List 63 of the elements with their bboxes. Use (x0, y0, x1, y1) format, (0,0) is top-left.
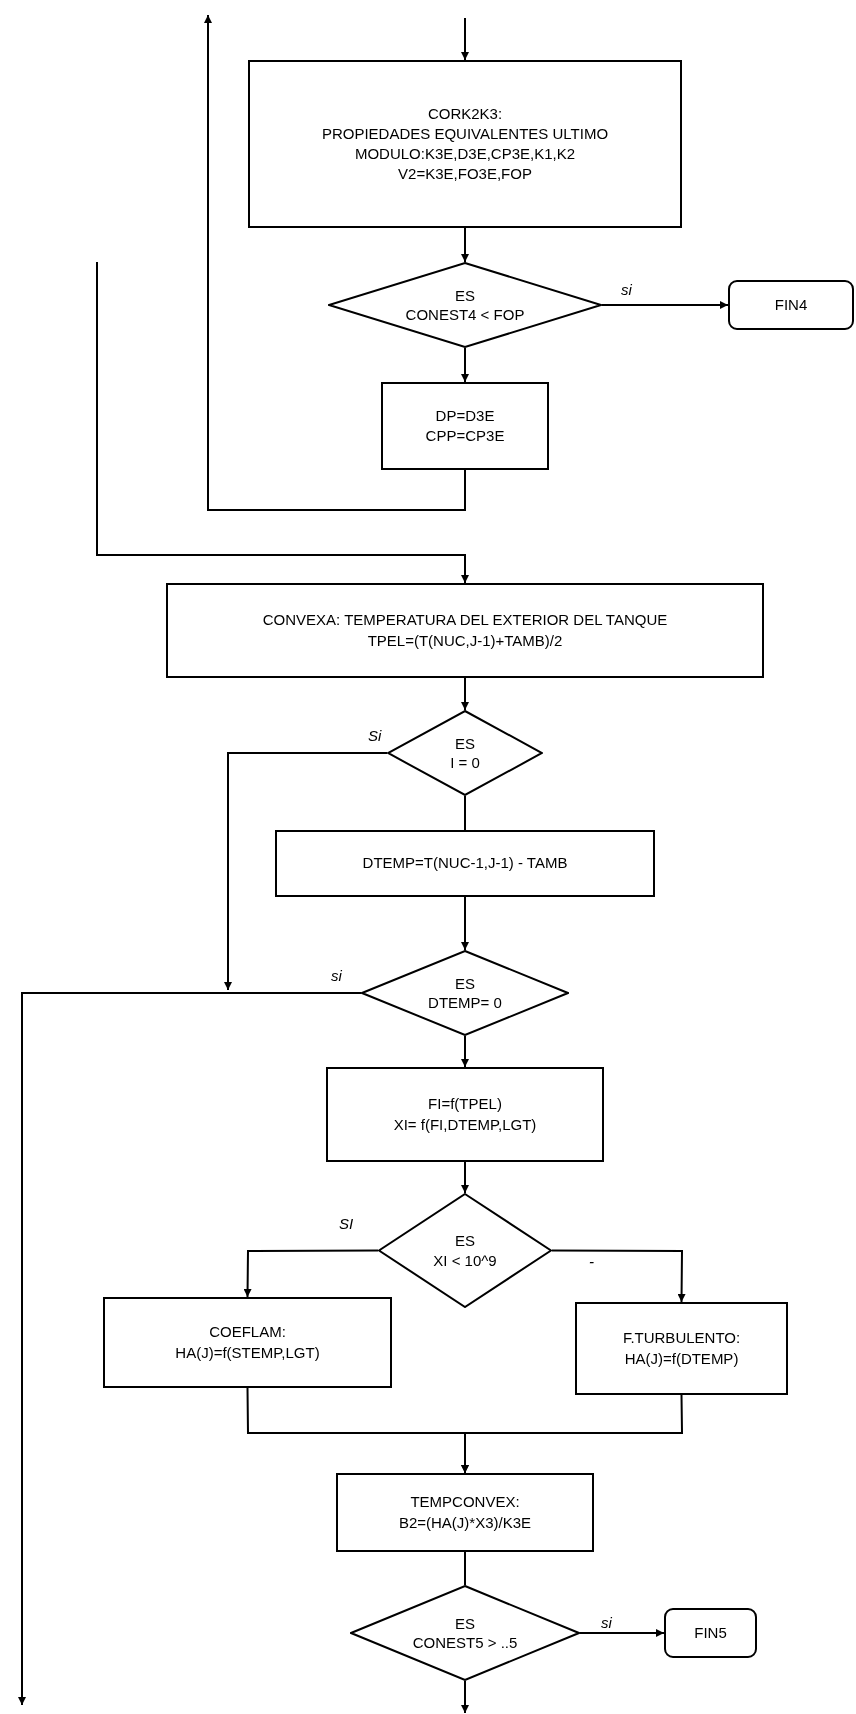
process-text: XI= f(FI,DTEMP,LGT) (393, 1114, 537, 1135)
process-box (381, 382, 549, 470)
flow-arrow (461, 347, 469, 383)
flow-arrow (204, 14, 466, 511)
flow-arrow (461, 677, 469, 711)
process-box (248, 60, 682, 228)
process-box (575, 1302, 788, 1395)
connector-line (464, 795, 466, 831)
flow-arrow (579, 1629, 665, 1637)
process-box (275, 830, 655, 897)
process-text: V2=K3E,FO3E,FOP (398, 164, 532, 185)
terminator-box (728, 280, 854, 330)
flow-arrow (461, 896, 469, 951)
process-text: B2=(HA(J)*X3)/K3E (398, 1512, 532, 1533)
flow-arrow (551, 1249, 686, 1303)
process-text: MODULO:K3E,D3E,CP3E,K1,K2 (354, 144, 576, 164)
condition-text: CONEST5 > ..5 (412, 1633, 518, 1653)
process-text: TEMPCONVEX: (410, 1492, 520, 1513)
process-text: COEFLAM: (209, 1322, 286, 1343)
condition-text: ES (455, 1231, 475, 1251)
condition-text: ES (455, 1613, 475, 1633)
process-text: CPP=CP3E (425, 426, 505, 446)
flow-arrow (224, 752, 388, 991)
edge-label: si (330, 968, 343, 983)
process-text: PROPIEDADES EQUIVALENTES ULTIMO (321, 123, 609, 144)
process-text: DP=D3E (435, 405, 495, 426)
condition-text: I = 0 (450, 753, 480, 773)
process-text: HA(J)=f(STEMP,LGT) (175, 1342, 320, 1363)
process-box (326, 1067, 604, 1162)
flow-arrow (461, 1035, 469, 1068)
condition-text: ES (455, 973, 475, 993)
process-text: TPEL=(T(NUC,J-1)+TAMB)/2 (367, 630, 563, 651)
flow-arrow (461, 227, 469, 263)
condition-text: DTEMP= 0 (428, 993, 502, 1013)
condition-text: ES (455, 285, 475, 305)
process-text: HA(J)=f(DTEMP) (624, 1348, 739, 1369)
terminator-text: FIN4 (774, 294, 808, 315)
flow-arrow (461, 1680, 469, 1714)
connector-line (464, 1551, 466, 1586)
flow-arrow (96, 261, 469, 584)
process-text: CORK2K3: (427, 103, 503, 124)
flow-arrow (601, 301, 729, 309)
process-box (166, 583, 764, 678)
edge-label: si (600, 1615, 613, 1630)
process-box (336, 1473, 594, 1552)
process-text: FI=f(TPEL) (428, 1094, 502, 1115)
terminator-text: FIN5 (694, 1622, 727, 1643)
condition-text: CONEST4 < FOP (405, 305, 525, 325)
flow-arrow (461, 17, 469, 61)
process-text: CONVEXA: TEMPERATURA DEL EXTERIOR DEL TANQUE (262, 610, 668, 631)
flow-arrow (18, 992, 362, 1706)
condition-text: ES (455, 733, 475, 753)
process-text: F.TURBULENTO: (622, 1328, 741, 1349)
edge-label: Si (367, 728, 383, 743)
flow-arrow (243, 1249, 379, 1298)
process-text: DTEMP=T(NUC-1,J-1) - TAMB (362, 853, 568, 874)
edge-label: si (620, 282, 633, 297)
edge-label: SI (338, 1216, 355, 1231)
flow-arrow (461, 1161, 469, 1194)
process-box (103, 1297, 392, 1388)
condition-text: XI < 10^9 (433, 1250, 497, 1270)
terminator-box (664, 1608, 757, 1658)
flow-arrow (461, 1394, 683, 1474)
